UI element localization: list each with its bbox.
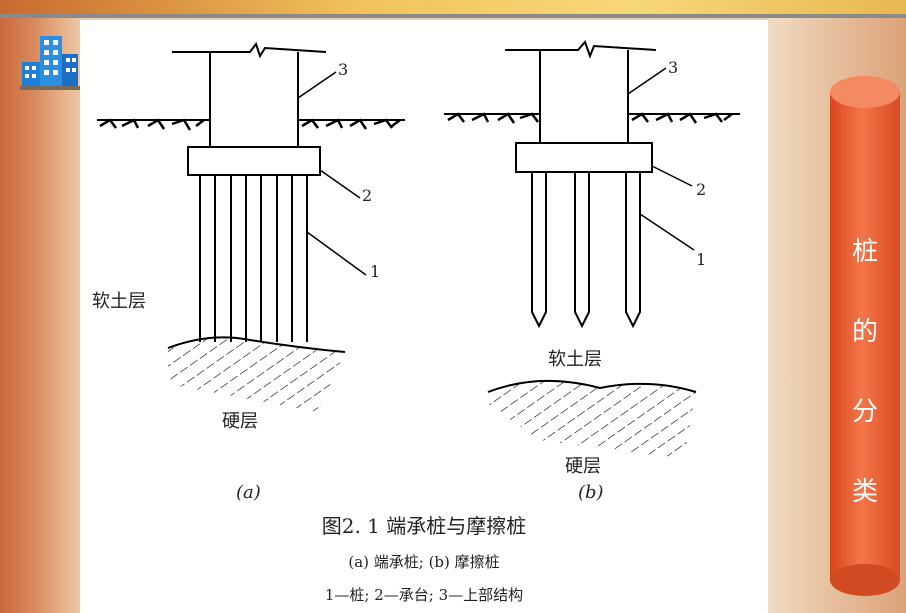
callout-b-3: 3: [668, 58, 679, 77]
soft-layer-label-b: 软土层: [548, 349, 602, 370]
side-title-char-2: 的: [851, 317, 878, 347]
side-title-char-3: 分: [851, 397, 878, 427]
title-cylinder: [830, 76, 900, 596]
figure-panel: [80, 20, 768, 613]
background-left: [0, 0, 92, 613]
soft-layer-label-a: 软土层: [92, 291, 146, 312]
figure-legend: 1—桩; 2—承台; 3—上部结构: [324, 586, 524, 604]
hard-layer-label-b: 硬层: [565, 456, 601, 477]
top-divider: [0, 14, 906, 18]
callout-a-3: 3: [338, 60, 349, 79]
callout-b-2: 2: [696, 180, 707, 199]
figure-subcaption: (a) 端承桩; (b) 摩擦桩: [348, 553, 500, 571]
callout-a-2: 2: [362, 186, 373, 205]
end-bearing-pile-drawing: [97, 41, 405, 353]
figure-caption: 图2. 1 端承桩与摩擦桩: [321, 514, 527, 538]
friction-pile-drawing: [444, 40, 740, 393]
callout-a-1: 1: [370, 262, 381, 281]
side-title-char-1: 桩: [851, 237, 878, 267]
hard-layer-label-a: 硬层: [222, 411, 258, 432]
top-banner: [0, 0, 906, 14]
building-icon: [20, 36, 80, 90]
callout-b-1: 1: [696, 250, 707, 269]
side-title-char-4: 类: [851, 477, 878, 507]
side-title: 桩 的 分 类: [830, 212, 900, 512]
panel-a-label: (a): [236, 482, 261, 503]
panel-b-label: (b): [578, 482, 604, 503]
